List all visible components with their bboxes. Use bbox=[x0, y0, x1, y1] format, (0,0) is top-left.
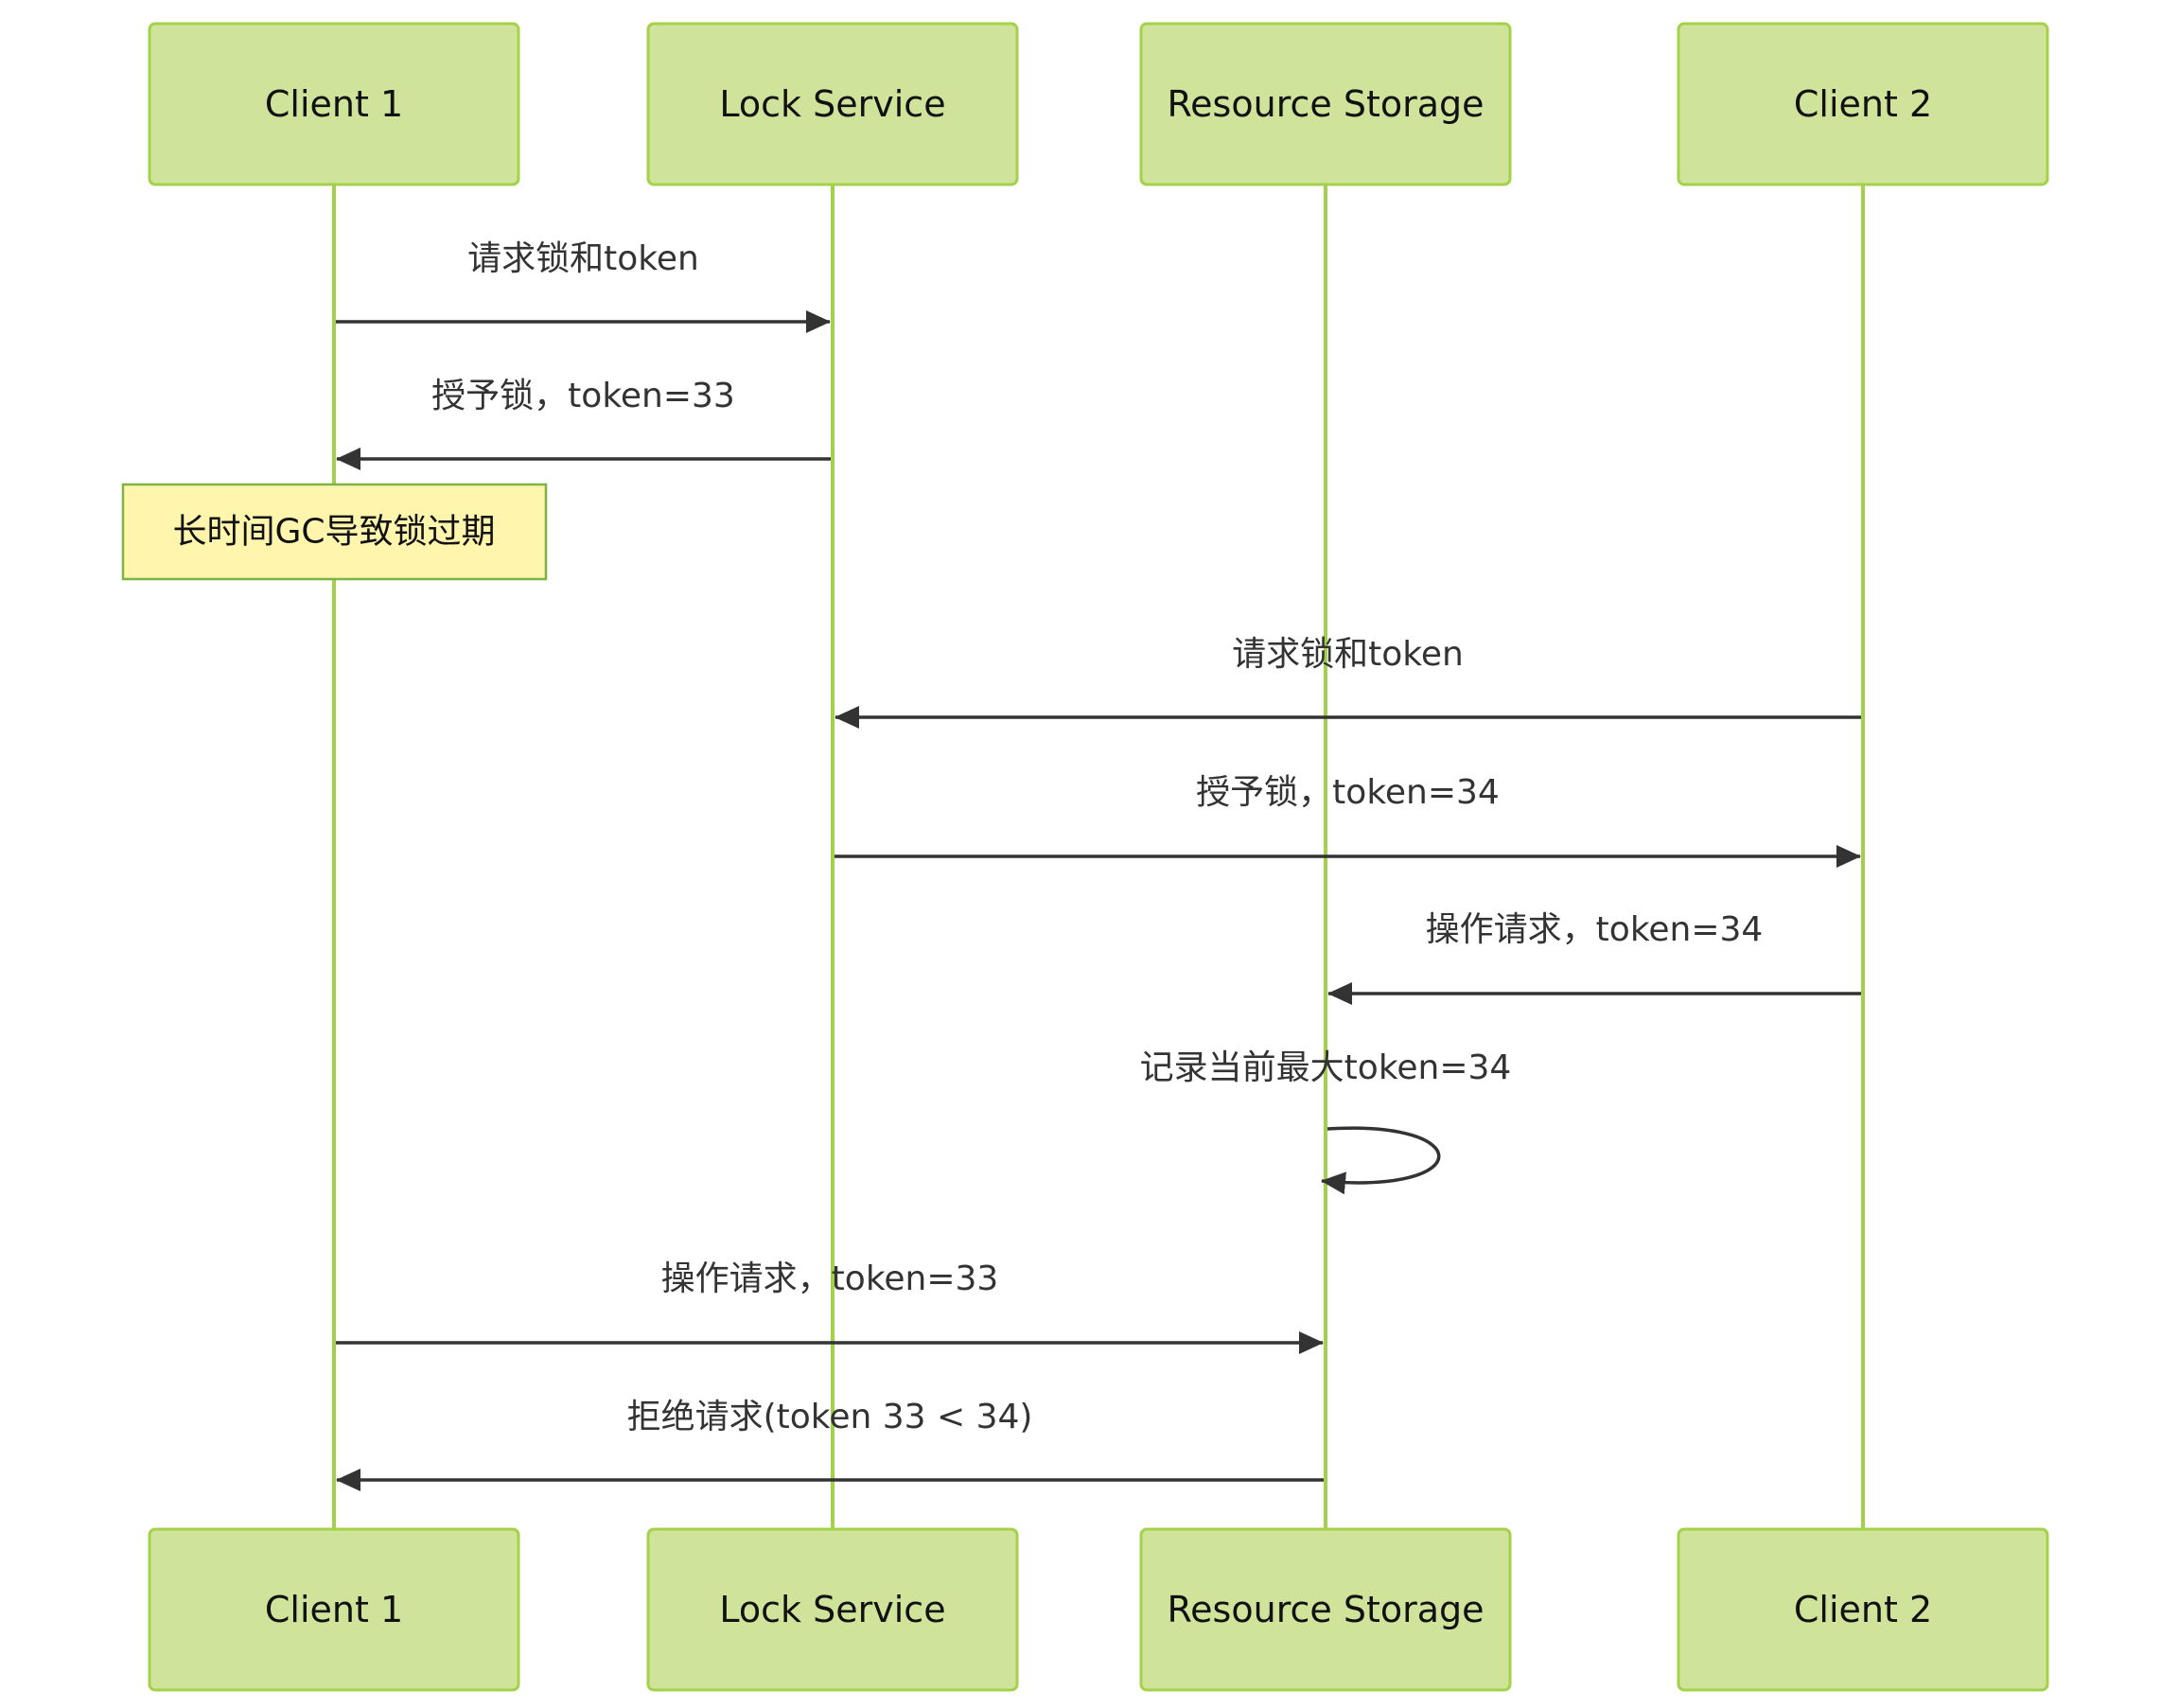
message-label: 记录当前最大token=34 bbox=[1140, 1048, 1512, 1087]
message-label: 拒绝请求(token 33 < 34) bbox=[627, 1398, 1033, 1436]
actor-client-2-top[interactable]: Client 2 bbox=[1677, 22, 2049, 186]
message-8: 拒绝请求(token 33 < 34) bbox=[336, 1398, 1324, 1491]
actor-label: Lock Service bbox=[719, 83, 945, 125]
actor-lock-service-top[interactable]: Lock Service bbox=[646, 22, 1019, 186]
actor-client-2-bottom[interactable]: Client 2 bbox=[1677, 1527, 2049, 1692]
self-message-arrow bbox=[1321, 1126, 1441, 1195]
note-text: 长时间GC导致锁过期 bbox=[172, 513, 495, 552]
actor-box bbox=[1139, 1527, 1512, 1692]
actor-box bbox=[646, 1527, 1019, 1692]
message-label: 授予锁，token=33 bbox=[431, 377, 735, 415]
actor-client-1-top[interactable]: Client 1 bbox=[148, 22, 520, 186]
message-4: 授予锁，token=34 bbox=[835, 773, 1861, 868]
note-box bbox=[121, 483, 548, 581]
message-7: 操作请求，token=33 bbox=[336, 1259, 1324, 1354]
message-label: 请求锁和token bbox=[467, 239, 699, 278]
actor-label: Lock Service bbox=[719, 1589, 945, 1630]
actor-resource-storage-bottom[interactable]: Resource Storage bbox=[1139, 1527, 1512, 1692]
actor-label: Client 2 bbox=[1794, 83, 1932, 125]
actor-lock-service-bottom[interactable]: Lock Service bbox=[646, 1527, 1019, 1692]
actor-label: Resource Storage bbox=[1167, 83, 1484, 125]
message-label: 操作请求，token=33 bbox=[661, 1259, 999, 1298]
actor-box bbox=[646, 22, 1019, 186]
actor-label: Client 1 bbox=[265, 1589, 403, 1630]
message-3: 请求锁和token bbox=[835, 635, 1861, 729]
actor-resource-storage-top[interactable]: Resource Storage bbox=[1139, 22, 1512, 186]
message-5: 操作请求，token=34 bbox=[1327, 910, 1861, 1005]
message-label: 请求锁和token bbox=[1232, 635, 1464, 674]
message-2: 授予锁，token=33 bbox=[336, 377, 831, 470]
message-label: 授予锁，token=34 bbox=[1196, 773, 1500, 812]
actor-box bbox=[148, 22, 520, 186]
actor-label: Client 1 bbox=[265, 83, 403, 125]
message-label: 操作请求，token=34 bbox=[1426, 910, 1764, 949]
actor-box bbox=[1677, 1527, 2049, 1692]
actor-label: Client 2 bbox=[1794, 1589, 1932, 1630]
message-6: 记录当前最大token=34 bbox=[1140, 1048, 1512, 1195]
actor-client-1-bottom[interactable]: Client 1 bbox=[148, 1527, 520, 1692]
actor-label: Resource Storage bbox=[1167, 1589, 1484, 1630]
actor-box bbox=[1139, 22, 1512, 186]
actor-box bbox=[148, 1527, 520, 1692]
note: 长时间GC导致锁过期 bbox=[121, 483, 548, 581]
actor-box bbox=[1677, 22, 2049, 186]
message-1: 请求锁和token bbox=[336, 239, 831, 333]
